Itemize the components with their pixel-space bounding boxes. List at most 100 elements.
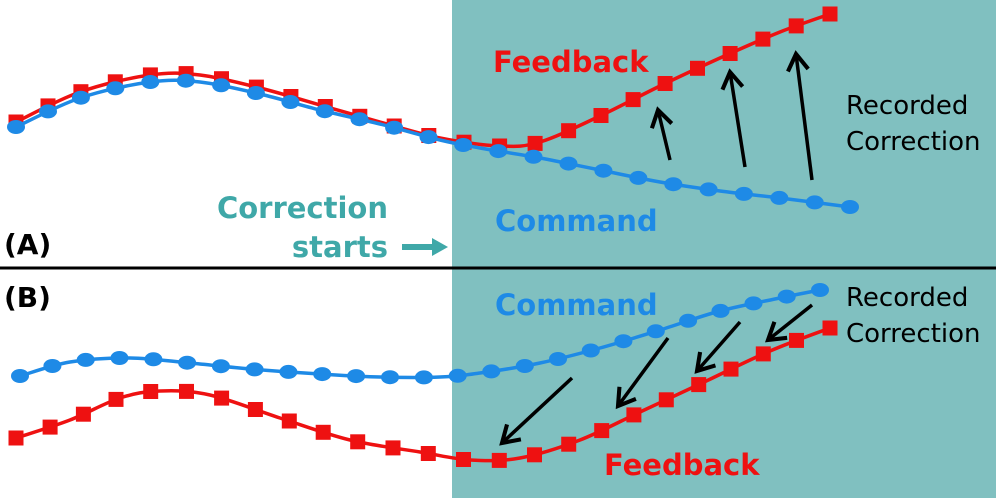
feedback-marker	[658, 392, 674, 408]
command-marker	[629, 170, 648, 185]
correction-starts-arrow-icon	[402, 238, 448, 256]
command-marker	[734, 186, 753, 201]
command-marker	[841, 200, 859, 214]
feedback-marker	[561, 123, 577, 139]
command-marker	[110, 351, 129, 365]
command-marker	[414, 370, 433, 385]
command-marker	[71, 90, 90, 105]
panel-b-correction-arrow	[499, 376, 574, 446]
command-marker	[559, 156, 578, 171]
trajectory-curves	[7, 6, 859, 468]
feedback-marker	[625, 92, 641, 108]
correction-starts-label-line1: Correction	[217, 191, 388, 225]
command-marker	[178, 355, 197, 370]
panel-a-correction-arrow	[786, 50, 814, 181]
command-marker	[581, 343, 600, 358]
feedback-marker	[822, 320, 838, 336]
feedback-marker	[315, 424, 331, 440]
command-marker	[614, 334, 633, 349]
panel-b-correction-arrow	[694, 320, 742, 374]
feedback-marker	[350, 434, 366, 450]
feedback-marker	[143, 384, 159, 399]
command-marker	[11, 369, 29, 383]
feedback-marker	[527, 135, 543, 151]
panel-b-feedback-label: Feedback	[604, 448, 760, 482]
command-marker	[211, 359, 230, 374]
command-marker	[7, 120, 25, 134]
command-marker	[515, 359, 534, 373]
command-marker	[281, 95, 300, 109]
command-marker	[664, 177, 683, 192]
feedback-marker	[723, 361, 739, 377]
feedback-marker	[822, 6, 838, 22]
command-marker	[350, 112, 369, 127]
command-marker	[805, 195, 824, 210]
command-marker	[594, 163, 613, 178]
command-marker	[176, 73, 195, 88]
command-marker	[212, 78, 231, 93]
feedback-marker	[247, 402, 263, 417]
feedback-marker	[108, 391, 124, 407]
panel-b-label: (B)	[4, 281, 51, 314]
correction-starts-label-line2: starts	[292, 230, 388, 264]
feedback-marker	[594, 423, 610, 439]
command-marker	[524, 149, 543, 164]
feedback-marker	[691, 377, 707, 393]
feedback-marker	[690, 60, 705, 76]
feedback-marker	[561, 436, 577, 452]
feedback-marker	[75, 406, 91, 422]
command-marker	[699, 182, 718, 197]
command-marker	[549, 352, 567, 366]
feedback-marker	[420, 446, 436, 461]
command-marker	[770, 190, 789, 205]
panel-a-correction-arrow	[720, 68, 747, 168]
command-marker	[39, 104, 57, 119]
command-marker	[744, 296, 763, 311]
command-marker	[141, 75, 160, 89]
command-marker	[245, 362, 264, 377]
command-marker	[679, 313, 698, 328]
feedback-marker	[789, 332, 804, 348]
panel-a-command-curve	[7, 73, 859, 214]
panel-b-command-label: Command	[495, 288, 658, 322]
command-marker	[489, 144, 508, 159]
feedback-marker	[42, 419, 58, 435]
feedback-marker	[626, 407, 642, 423]
feedback-marker	[456, 452, 471, 467]
feedback-marker	[722, 46, 738, 61]
command-marker	[448, 368, 467, 383]
command-marker	[454, 138, 473, 152]
command-marker	[106, 81, 125, 96]
correction-arrows	[499, 50, 814, 446]
panel-a-label: (A)	[4, 228, 51, 261]
feedback-marker	[755, 31, 771, 47]
panel-b-recorded-correction-line1: Recorded	[846, 283, 968, 313]
command-marker	[385, 120, 404, 135]
feedback-marker	[214, 390, 230, 406]
command-marker	[43, 359, 62, 373]
feedback-marker	[179, 383, 194, 399]
feedback-marker	[281, 413, 297, 429]
command-marker	[811, 283, 829, 297]
command-marker	[144, 352, 163, 367]
panel-b-feedback-curve	[8, 320, 838, 468]
feedback-marker	[755, 346, 771, 362]
command-marker	[347, 369, 366, 384]
panel-b-recorded-correction-line2: Correction	[846, 319, 981, 349]
panel-b-correction-arrow	[764, 303, 814, 343]
feedback-marker	[593, 108, 609, 123]
panel-a-command-label: Command	[495, 204, 658, 238]
panel-b-command-curve	[11, 283, 829, 385]
feedback-marker	[491, 452, 507, 468]
command-marker	[313, 367, 332, 382]
command-marker	[76, 352, 95, 367]
command-marker	[482, 364, 501, 379]
panel-b-feedback-curve-line	[15, 326, 831, 463]
feedback-marker	[8, 430, 24, 446]
command-marker	[777, 289, 796, 304]
command-marker	[279, 364, 298, 379]
feedback-marker	[788, 18, 804, 34]
panel-a-correction-arrow	[649, 106, 674, 161]
